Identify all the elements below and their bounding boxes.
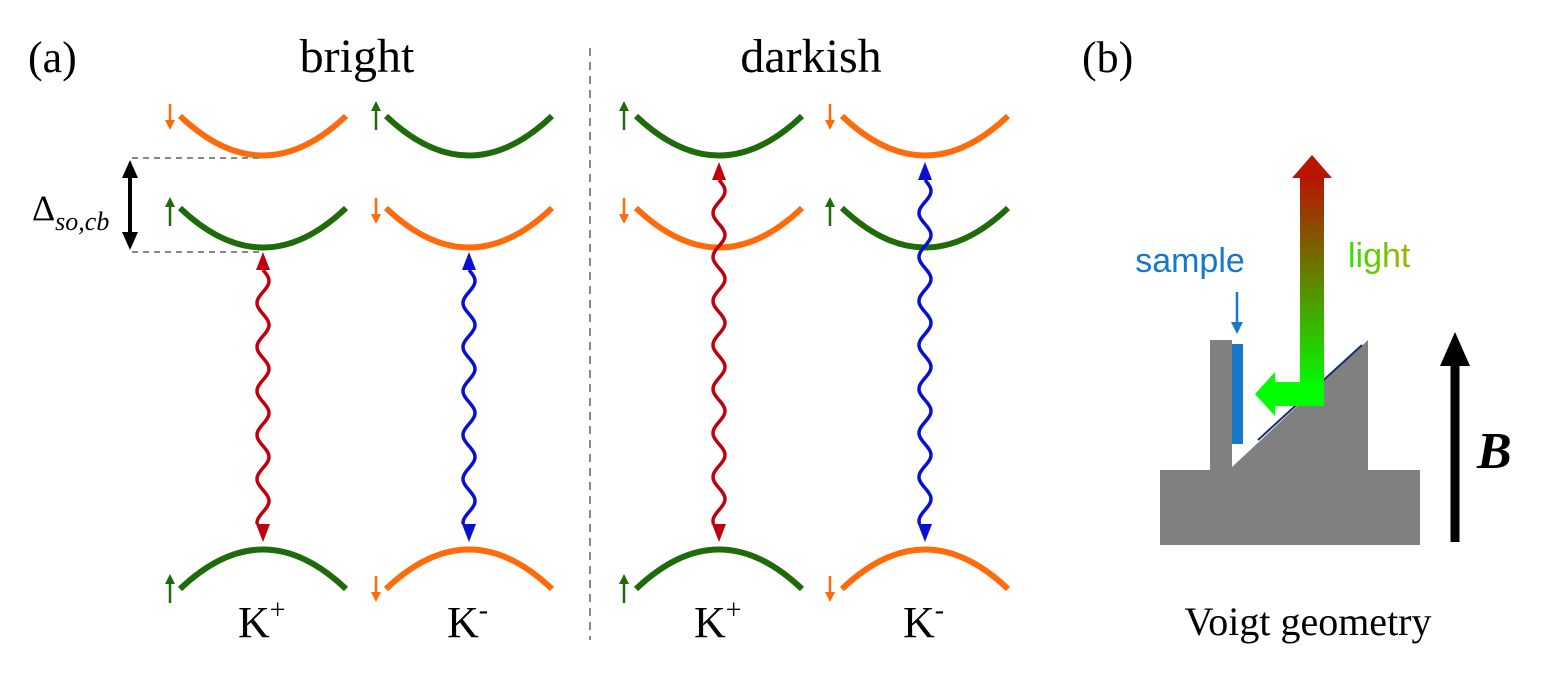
spin-down-arrow-icon (371, 576, 381, 602)
sample-mount (1160, 340, 1420, 545)
valley-label-k-plus: K+ (694, 595, 742, 647)
spin-orbit-splitting-annotation: Δso,cb (32, 157, 263, 253)
panel-a: (a) bright darkish (28, 30, 1011, 647)
double-arrow-head-down-icon (122, 232, 138, 250)
bright-title: bright (300, 30, 415, 83)
band-lower-cb-spin-up (839, 205, 1011, 251)
k-plus-transition-wave (711, 162, 727, 542)
magnetic-field-arrow-icon (1440, 332, 1470, 542)
spin-down-arrow-icon (371, 198, 381, 224)
band-lower-cb-spin-down (633, 205, 805, 251)
darkish-k-minus-column: K- (825, 104, 1011, 647)
panel-b-label: (b) (1082, 33, 1133, 82)
spin-up-arrow-icon (371, 101, 381, 130)
spin-up-arrow-icon (619, 574, 629, 603)
panel-b: (b) sample light B Voigt geometry (1082, 33, 1512, 644)
k-minus-transition-wave (461, 252, 477, 542)
valley-label-k-minus: K- (447, 595, 488, 647)
spin-up-arrow-icon (165, 574, 175, 603)
spin-down-arrow-icon (825, 576, 835, 602)
band-lower-cb-spin-down (383, 205, 555, 251)
spin-up-arrow-icon (165, 197, 175, 226)
darkish-title: darkish (740, 30, 881, 83)
spin-up-arrow-icon (825, 197, 835, 226)
darkish-k-plus-column: K+ (619, 101, 805, 647)
spin-down-arrow-icon (165, 104, 175, 130)
bright-k-minus-column: K- (371, 101, 555, 647)
sample-label: sample (1135, 242, 1245, 280)
band-vb-spin-down (383, 546, 555, 592)
spin-down-arrow-icon (825, 104, 835, 130)
band-upper-cb-spin-down (839, 113, 1011, 159)
band-vb-spin-up (633, 546, 805, 592)
magnetic-field-label: B (1476, 423, 1512, 480)
sample-plate (1232, 344, 1243, 444)
spin-up-arrow-icon (619, 101, 629, 130)
light-label: light (1348, 237, 1411, 275)
k-minus-transition-wave (917, 162, 933, 542)
band-vb-spin-up (177, 546, 349, 592)
bright-k-plus-column: K+ (165, 104, 349, 647)
band-vb-spin-down (839, 546, 1011, 592)
light-beam-arrow-icon (1255, 155, 1332, 416)
delta-so-cb-label: Δso,cb (32, 188, 109, 236)
double-arrow-head-up-icon (122, 160, 138, 178)
voigt-geometry-caption: Voigt geometry (1184, 599, 1431, 644)
sample-pointer-arrow-icon (1231, 292, 1243, 334)
spin-down-arrow-icon (619, 198, 629, 224)
band-upper-cb-spin-up (633, 113, 805, 159)
valley-label-k-minus: K- (903, 595, 944, 647)
band-lower-cb-spin-up (177, 205, 349, 251)
band-upper-cb-spin-up (383, 113, 555, 159)
k-plus-transition-wave (255, 252, 271, 542)
valley-label-k-plus: K+ (238, 595, 286, 647)
panel-a-label: (a) (28, 33, 77, 82)
band-upper-cb-spin-down (177, 113, 349, 159)
